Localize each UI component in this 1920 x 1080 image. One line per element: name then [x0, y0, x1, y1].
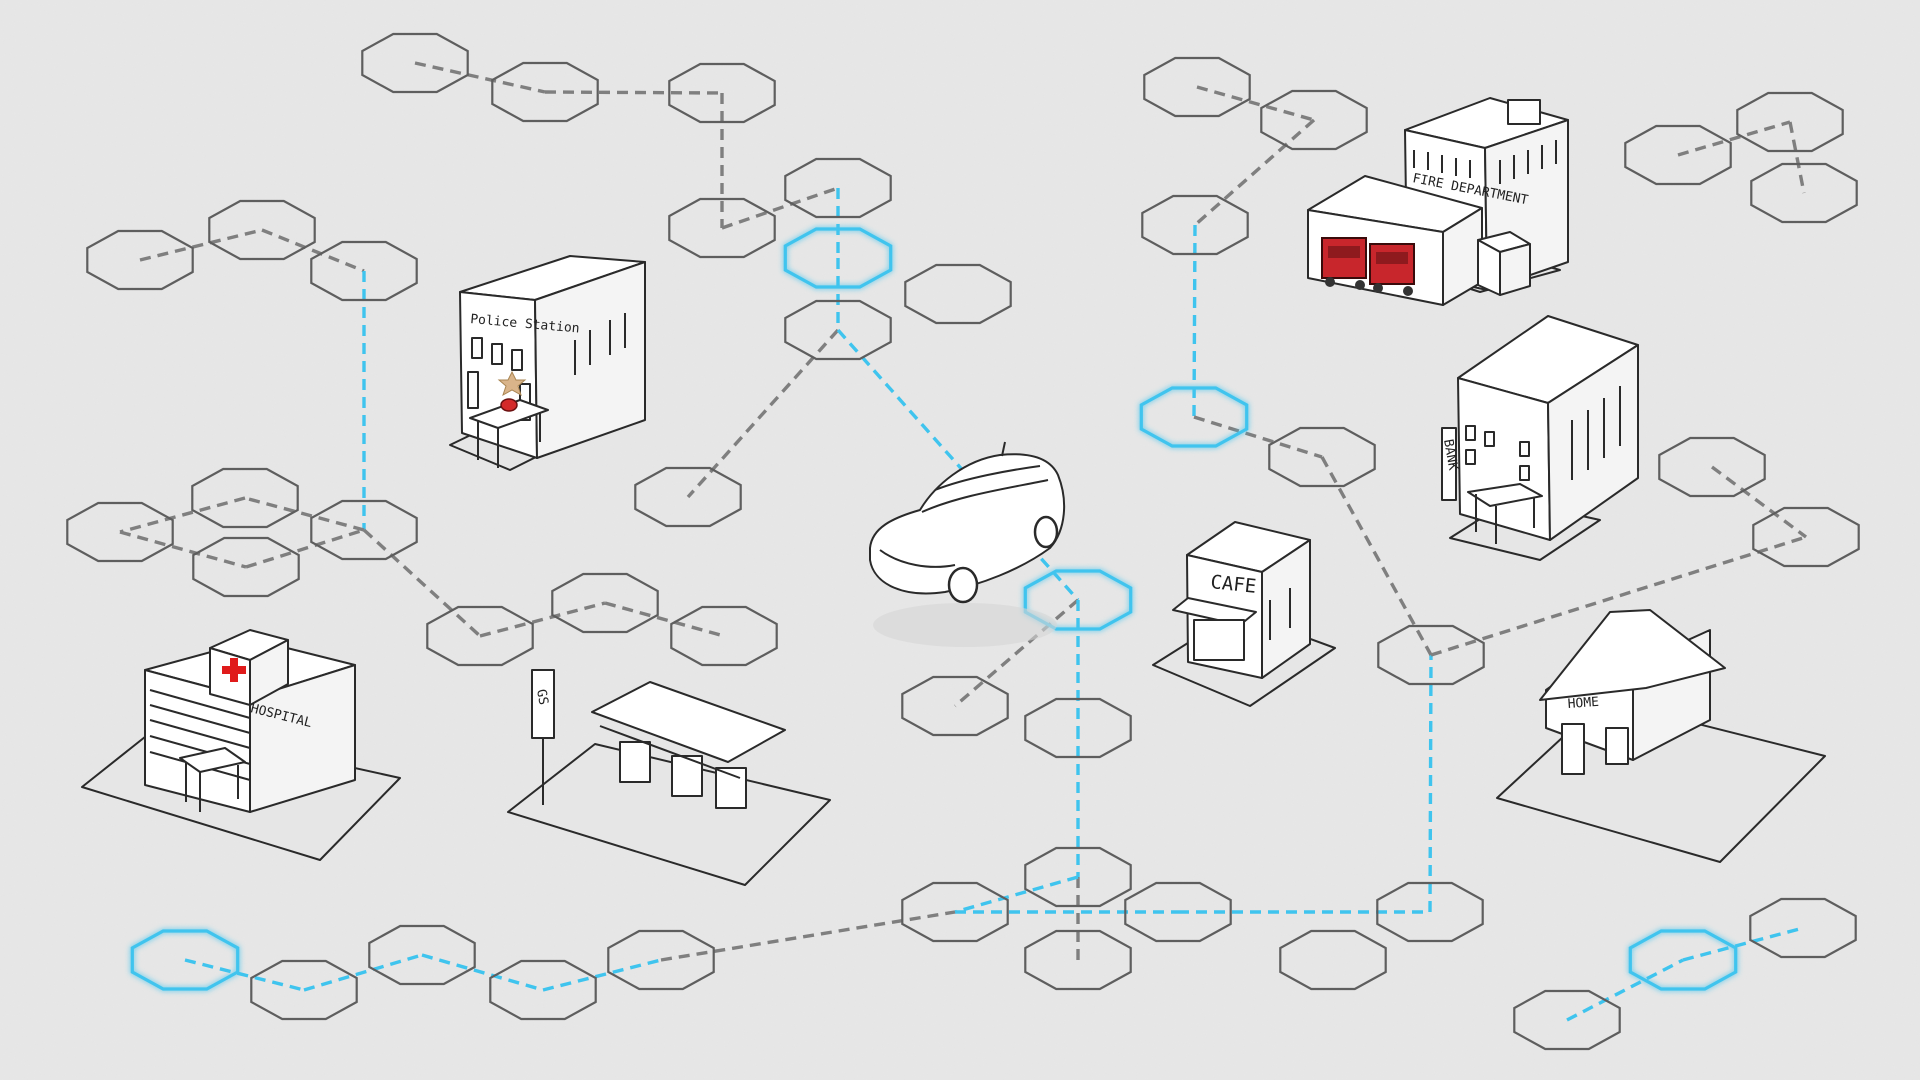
link [1430, 535, 1807, 657]
node [1624, 124, 1732, 186]
link [1677, 120, 1791, 157]
active-link [1428, 654, 1433, 913]
node [1376, 881, 1484, 943]
active-node [1139, 386, 1249, 448]
node [1749, 897, 1857, 959]
car-icon [869, 441, 1066, 647]
active-link [1566, 958, 1684, 1022]
active-link [1682, 926, 1804, 962]
gas-station-icon: GS [507, 669, 831, 886]
node [1141, 194, 1249, 256]
node [1143, 56, 1251, 118]
hospital-icon: HOSPITAL [81, 629, 401, 861]
link [119, 530, 247, 569]
node [491, 61, 599, 123]
police-badge-icon [497, 370, 527, 397]
link [362, 528, 482, 638]
red-cross-icon [222, 658, 246, 682]
link [479, 601, 606, 638]
node [310, 240, 418, 302]
link [1196, 85, 1315, 122]
link [245, 528, 365, 569]
node [551, 572, 659, 634]
active-link [184, 958, 305, 992]
node [1268, 426, 1376, 488]
node [668, 62, 776, 124]
link [953, 598, 1080, 708]
node [904, 263, 1012, 325]
link [660, 910, 956, 962]
node [368, 924, 476, 986]
link [414, 61, 546, 94]
node [1124, 881, 1232, 943]
active-node [783, 227, 893, 289]
node [901, 675, 1009, 737]
link [721, 186, 839, 230]
active-node [130, 929, 240, 991]
node [66, 501, 174, 563]
node [1024, 929, 1132, 991]
node [250, 959, 358, 1021]
active-link [954, 875, 1079, 914]
active-link [1192, 224, 1197, 418]
link [1788, 121, 1806, 194]
active-link [303, 953, 423, 992]
node [426, 605, 534, 667]
node [1658, 436, 1766, 498]
node [668, 197, 776, 259]
node [1736, 91, 1844, 153]
home-icon: HOME [1496, 609, 1826, 863]
active-link [836, 328, 1080, 602]
node-grid [66, 32, 1860, 1051]
node [784, 157, 892, 219]
link [1193, 118, 1316, 227]
node [1260, 89, 1368, 151]
link [1710, 465, 1808, 539]
node [86, 229, 194, 291]
link [544, 90, 723, 95]
node [634, 466, 742, 528]
node [192, 536, 300, 598]
link [139, 228, 263, 262]
link [604, 601, 725, 638]
node [191, 467, 299, 529]
node [784, 299, 892, 361]
node [361, 32, 469, 94]
cafe-icon: CAFE [1152, 521, 1336, 707]
node [670, 605, 778, 667]
node [1752, 506, 1860, 568]
node [310, 499, 418, 561]
node [1024, 846, 1132, 908]
active-link [421, 953, 544, 992]
node [1024, 697, 1132, 759]
node [208, 199, 316, 261]
node [489, 959, 597, 1021]
link [1320, 456, 1433, 656]
node [607, 929, 715, 991]
active-link [542, 958, 662, 992]
home-sign: HOME [1567, 695, 1599, 712]
bank-sign: BANK [1440, 438, 1460, 472]
link [261, 228, 365, 273]
fire-truck-icon [1321, 237, 1367, 290]
link [119, 496, 246, 534]
active-node [1023, 569, 1133, 631]
link [244, 496, 365, 532]
node [1513, 989, 1621, 1051]
fire-truck-icon [1369, 243, 1415, 296]
siren-icon [500, 398, 518, 412]
node [1750, 162, 1858, 224]
fire-department-icon: FIRE DEPARTMENT [1307, 97, 1569, 306]
node [1377, 624, 1485, 686]
bank-icon: BANK [1440, 315, 1639, 561]
node [901, 881, 1009, 943]
link [1193, 415, 1323, 459]
gas-station-sign: GS [533, 688, 550, 706]
active-node [1628, 929, 1738, 991]
cafe-sign: CAFE [1209, 571, 1257, 598]
node [1279, 929, 1387, 991]
police-station-icon: Police Station [449, 255, 646, 471]
